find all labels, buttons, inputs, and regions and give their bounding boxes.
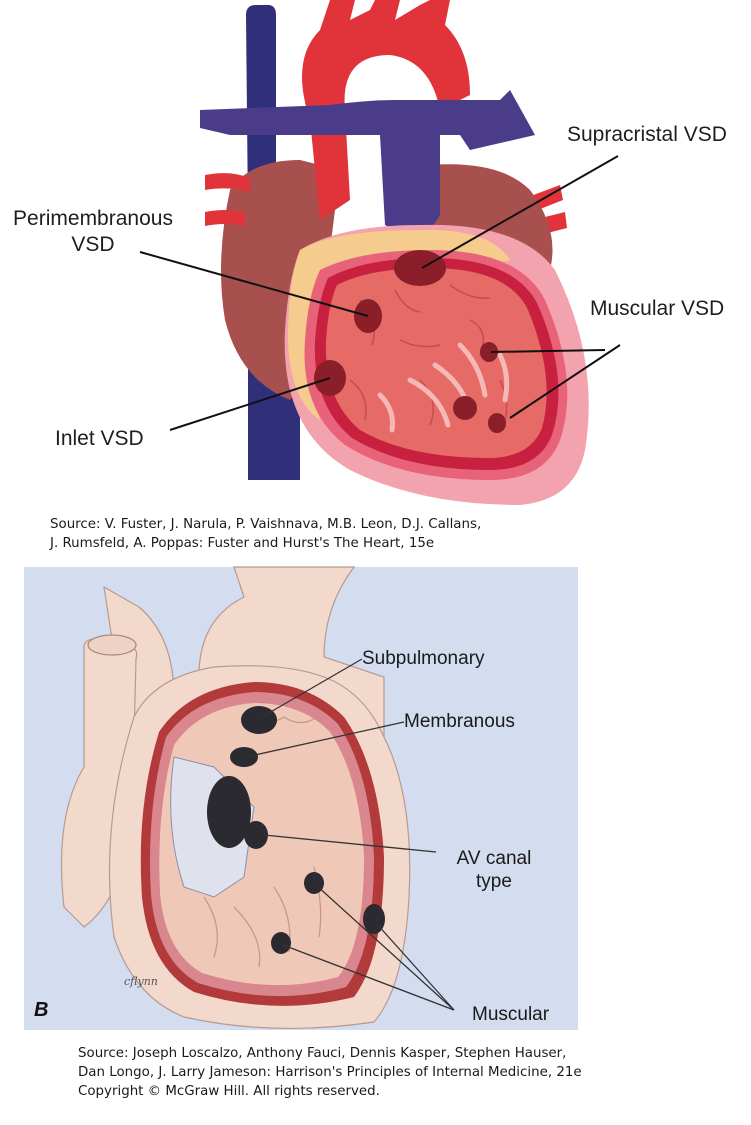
label-inlet-vsd: Inlet VSD bbox=[55, 427, 144, 450]
defect-muscular-3 bbox=[488, 413, 506, 433]
defect-muscular-b1 bbox=[304, 872, 324, 894]
defect-av-canal-2 bbox=[244, 821, 268, 849]
pulmonary-artery bbox=[200, 90, 535, 235]
defect-subpulmonary bbox=[241, 706, 277, 734]
label-perimembranous-vsd: Perimembranous VSD bbox=[0, 206, 186, 257]
panel-letter-b: B bbox=[34, 999, 49, 1021]
top-heart-illustration bbox=[139, 0, 621, 505]
leader-lines-top bbox=[139, 155, 621, 431]
top-source-credit: Source: V. Fuster, J. Narula, P. Vaishna… bbox=[50, 517, 482, 551]
defect-membranous bbox=[230, 747, 258, 767]
defect-av-canal bbox=[207, 776, 251, 848]
label-perimembranous-line1: Perimembranous bbox=[13, 207, 173, 230]
label-av-canal-line1: AV canal bbox=[456, 848, 532, 869]
label-av-canal-type: AV canal type bbox=[436, 847, 552, 893]
label-muscular: Muscular bbox=[472, 1004, 550, 1025]
illustrator-signature: cflynn bbox=[124, 975, 158, 988]
label-membranous: Membranous bbox=[404, 711, 515, 732]
defect-muscular-b3 bbox=[271, 932, 291, 954]
leader-lines-bottom bbox=[245, 658, 455, 1011]
defect-supracristal bbox=[394, 250, 446, 286]
small-arteries-left bbox=[205, 173, 250, 226]
bottom-heart-illustration bbox=[24, 566, 578, 1030]
label-supracristal-vsd: Supracristal VSD bbox=[567, 123, 727, 146]
label-av-canal-line2: type bbox=[476, 871, 512, 893]
vsd-defects-b bbox=[207, 706, 385, 954]
bottom-heart-diagram: B cflynn Subpulmonary Membranous AV cana… bbox=[24, 566, 578, 1030]
defect-muscular-2 bbox=[453, 396, 477, 420]
top-heart-diagram: Supracristal VSD Perimembranous VSD Musc… bbox=[0, 0, 751, 505]
aorta bbox=[302, 0, 470, 220]
bottom-source-credit: Source: Joseph Loscalzo, Anthony Fauci, … bbox=[78, 1046, 582, 1099]
label-subpulmonary: Subpulmonary bbox=[362, 648, 485, 669]
label-muscular-vsd: Muscular VSD bbox=[590, 297, 725, 320]
defect-muscular-1 bbox=[480, 342, 498, 362]
vessel-opening bbox=[87, 634, 137, 656]
label-perimembranous-line2: VSD bbox=[71, 232, 115, 256]
